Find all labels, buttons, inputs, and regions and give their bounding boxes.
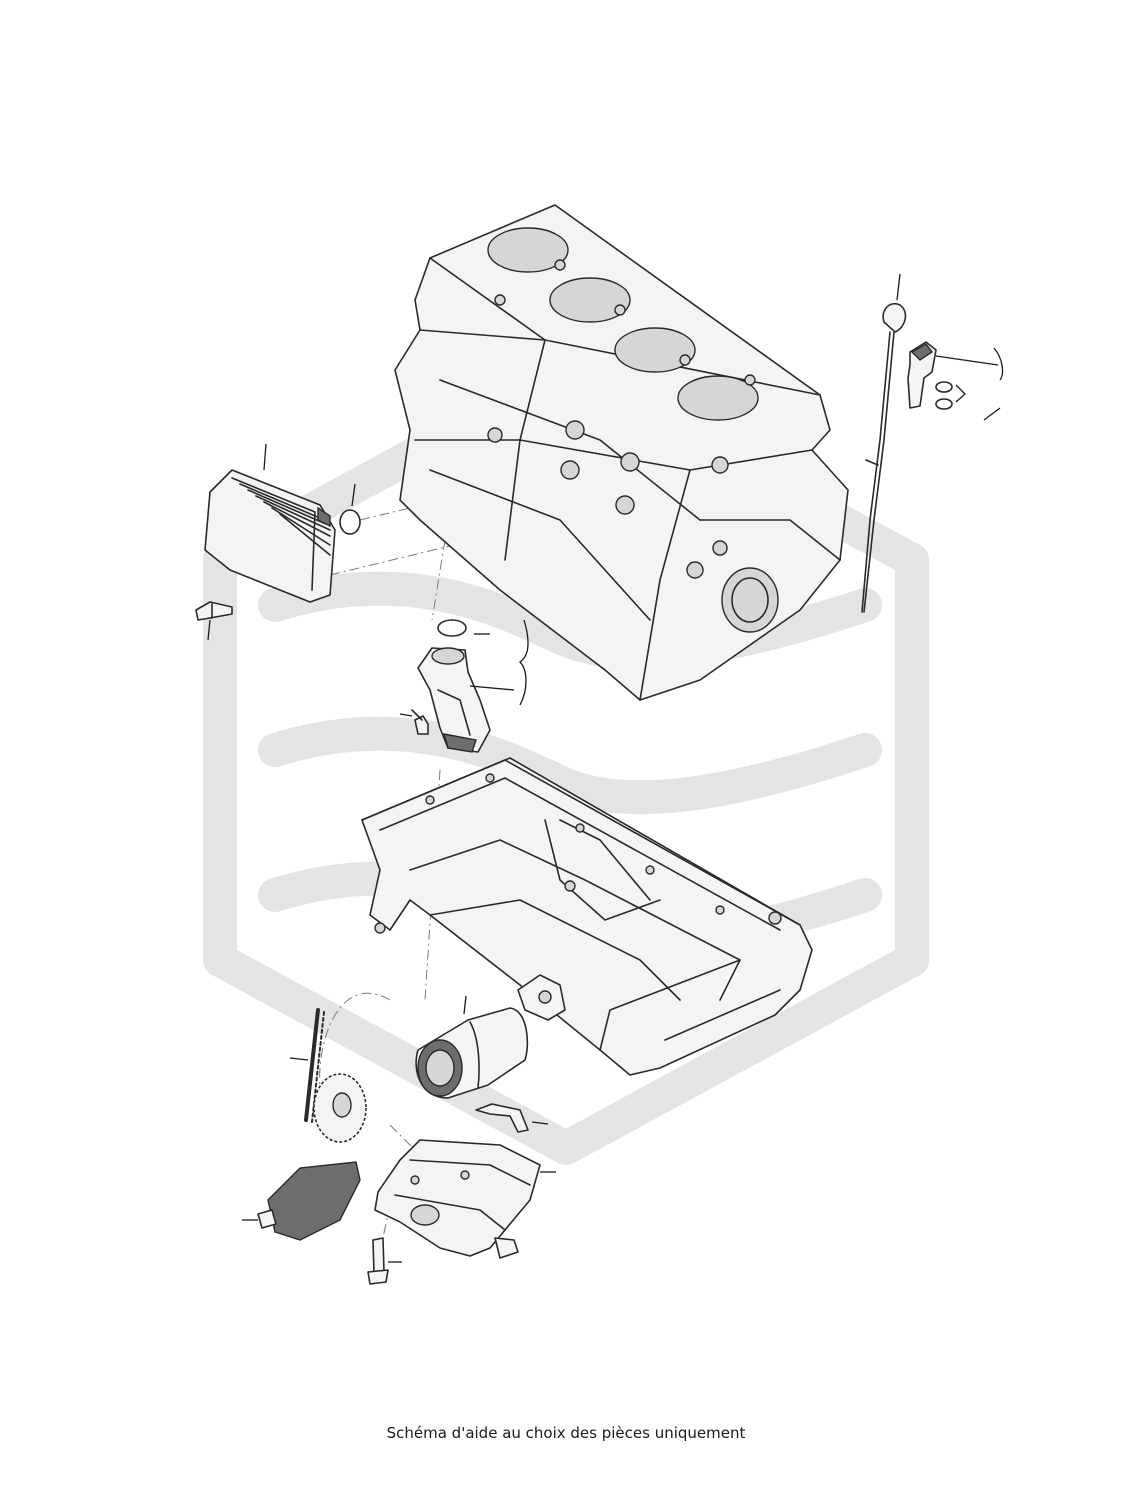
flange-bolt[interactable] <box>411 709 429 735</box>
dipstick[interactable] <box>861 303 907 613</box>
callout-lines <box>207 273 1004 1263</box>
engine-block[interactable] <box>394 204 849 701</box>
crankshaft-bore <box>721 567 779 633</box>
pump-bolt[interactable] <box>367 1237 389 1285</box>
oil-cooler[interactable] <box>204 469 336 603</box>
cylinder-bore-1 <box>487 227 569 273</box>
oil-cooler-gasket[interactable] <box>339 509 361 535</box>
cylinder-bore-3 <box>614 327 696 373</box>
oil-level-sensor[interactable] <box>907 341 937 409</box>
oil-pump[interactable] <box>374 1139 541 1259</box>
sensor-o-rings[interactable] <box>935 381 953 410</box>
chain-tensioner-spring[interactable] <box>475 1103 529 1133</box>
drive-chain[interactable] <box>304 1008 325 1123</box>
oil-filter-housing-flange[interactable] <box>417 647 491 753</box>
oil-filter[interactable] <box>415 1007 529 1099</box>
oil-pan[interactable] <box>361 757 813 1076</box>
oil-cooler-bolt[interactable] <box>195 601 233 621</box>
oil-pump-sprocket[interactable] <box>313 1073 367 1143</box>
pump-cover[interactable] <box>257 1161 361 1241</box>
diagram-caption: Schéma d'aide au choix des pièces unique… <box>386 1424 746 1442</box>
oil-filter-housing-seal[interactable] <box>437 619 467 637</box>
cylinder-bore-2 <box>549 277 631 323</box>
cylinder-bore-4 <box>677 375 759 421</box>
